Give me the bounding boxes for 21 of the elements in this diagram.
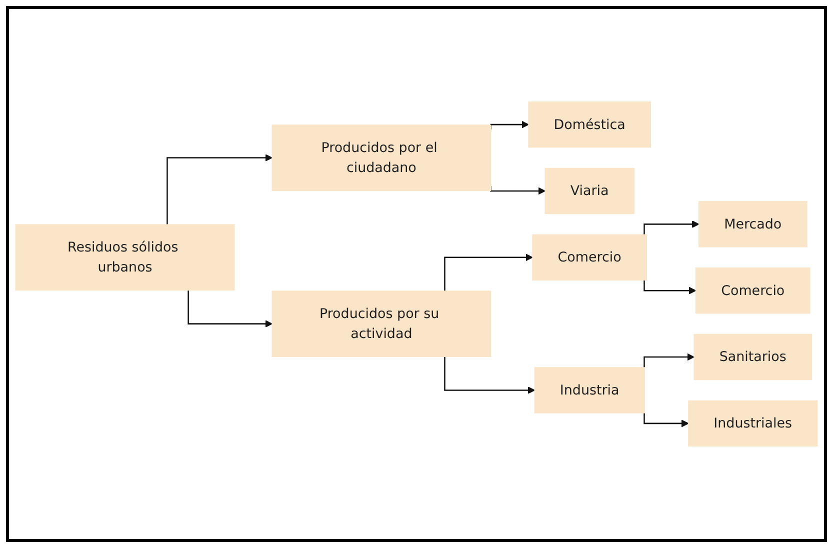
node-box: Comercio — [695, 267, 810, 314]
arrow — [166, 154, 272, 225]
node-box: Mercado — [698, 201, 808, 248]
node-box: Producidos por su actividad — [272, 290, 492, 358]
node-box: Residuos sólidos urbanos — [15, 224, 235, 291]
arrow — [644, 412, 689, 428]
arrow — [644, 280, 696, 294]
arrow — [444, 356, 536, 394]
arrow — [490, 120, 529, 130]
arrow — [490, 186, 546, 195]
arrow — [644, 220, 700, 235]
arrow — [644, 353, 694, 368]
arrow — [188, 290, 272, 328]
node-box: Doméstica — [528, 101, 652, 148]
node-box: Sanitarios — [694, 334, 812, 380]
arrow — [444, 254, 533, 292]
node-box: Viaria — [544, 168, 634, 214]
node-box: Industria — [534, 367, 645, 414]
node-box: Industriales — [688, 400, 818, 447]
node-box: Producidos por el ciudadano — [272, 124, 492, 191]
node-box: Comercio — [532, 234, 648, 281]
